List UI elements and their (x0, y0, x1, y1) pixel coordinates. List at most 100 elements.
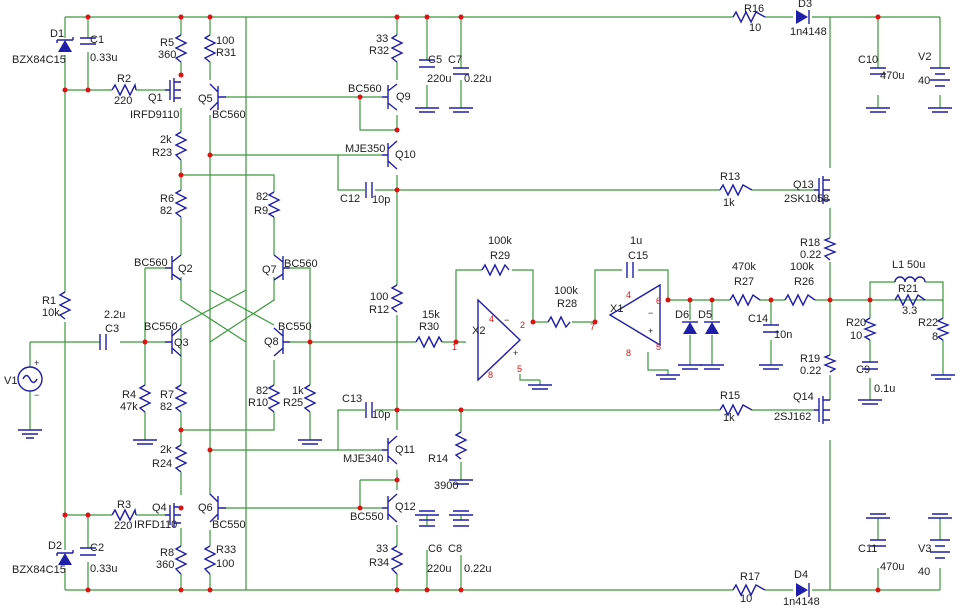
label-r25-value: 1k (292, 385, 304, 397)
label-r19-value: 0.22 (800, 365, 821, 377)
label-q10-value: MJE350 (345, 143, 385, 155)
resistor-r6-symbol (174, 189, 188, 218)
x1-pin-7: 7 (590, 322, 595, 332)
label-q11-value: MJE340 (343, 453, 383, 465)
label-r27: R27 (734, 276, 754, 288)
ground-symbol (18, 429, 42, 439)
label-q4: Q4 (152, 502, 167, 514)
label-c5: C5 (428, 54, 442, 66)
opamp-pin-labels: 1 2 4 5 8 − + 4 6 7 5 8 − + (452, 290, 661, 380)
label-d3-value: 1n4148 (790, 26, 827, 38)
resistor-r24-symbol (174, 444, 188, 473)
label-q2-value: BC560 (134, 257, 168, 269)
resistor-r20-symbol (863, 317, 877, 341)
opamp-x1-symbol (608, 283, 661, 347)
diode-d4-symbol (796, 583, 810, 597)
label-r21: R21 (898, 283, 918, 295)
v1-plus-sign: + (34, 358, 39, 368)
label-c14-value: 10n (774, 329, 792, 341)
label-r34: R34 (369, 557, 389, 569)
label-x2: X2 (472, 325, 485, 337)
label-c7: C7 (448, 54, 462, 66)
label-r18: R18 (800, 237, 820, 249)
label-v3-value: 40 (918, 566, 930, 578)
label-q1-value: IRFD9110 (130, 109, 179, 121)
label-c13: C13 (342, 393, 362, 405)
mosfet-q4-symbol (165, 503, 181, 527)
label-r21-value: 3.3 (902, 305, 917, 317)
x2-pin-8: 8 (488, 370, 493, 380)
label-v1: V1 (4, 375, 17, 387)
label-c6: C6 (428, 543, 442, 555)
label-q7-value: BC560 (284, 258, 318, 270)
ground-symbol (700, 364, 724, 370)
ground-symbol (656, 374, 680, 380)
resistor-r29-symbol (481, 263, 510, 277)
ground-symbol (449, 107, 473, 113)
label-d1-value: BZX84C15 (12, 54, 66, 66)
label-r14: R14 (428, 453, 448, 465)
label-r24: R24 (152, 458, 172, 470)
ground-symbol (759, 364, 783, 370)
label-c13-value: 10p (372, 409, 390, 421)
ground-symbol (931, 374, 955, 380)
label-q5: Q5 (198, 93, 213, 105)
label-q12-value: BC550 (350, 511, 384, 523)
label-r26-value: 100k (790, 261, 814, 273)
label-r9-value: 82 (256, 191, 268, 203)
ground-symbol (866, 107, 890, 113)
x2-pin-5: 5 (517, 364, 522, 374)
label-r18-value: 0.22 (800, 249, 821, 261)
label-c11-value: 470u (880, 561, 904, 573)
label-r17-value: 10 (740, 593, 752, 605)
label-r33-value: 100 (216, 558, 234, 570)
label-r27-value: 470k (732, 261, 756, 273)
label-c12: C12 (340, 193, 360, 205)
label-r34-value: 33 (376, 543, 388, 555)
capacitor-c9-symbol (862, 361, 878, 370)
ground-symbol (858, 399, 882, 405)
resistor-r17-symbol (732, 583, 766, 597)
label-r4: R4 (122, 389, 136, 401)
label-r31-value: 100 (216, 35, 234, 47)
capacitor-c14-symbol (763, 324, 779, 333)
label-r3: R3 (117, 499, 131, 511)
resistor-r19-symbol (823, 354, 837, 373)
label-q3-value: BC550 (144, 321, 178, 333)
resistor-r2-symbol (111, 82, 137, 97)
label-c1: C1 (90, 34, 104, 46)
label-d3: D3 (798, 0, 812, 10)
ground-symbol (928, 107, 952, 113)
label-q13-value: 2SK1058 (784, 193, 829, 205)
x2-pin-2: 2 (520, 320, 525, 330)
label-q13: Q13 (793, 179, 814, 191)
label-r16-value: 10 (749, 22, 761, 34)
resistor-r28-symbol (547, 315, 571, 329)
label-r15-value: 1k (723, 412, 735, 424)
label-r5: R5 (160, 37, 174, 49)
label-d6: D6 (675, 309, 689, 321)
capacitor-c15-symbol (626, 262, 634, 278)
label-q6: Q6 (198, 502, 213, 514)
label-r10-value: 82 (256, 385, 268, 397)
label-d2: D2 (48, 540, 62, 552)
label-r13-value: 1k (723, 197, 735, 209)
label-c9: C9 (856, 364, 870, 376)
capacitor-c3-symbol (99, 334, 107, 350)
transistor-q12-symbol (382, 493, 398, 523)
label-c12-value: 10p (372, 194, 390, 206)
ground-symbol (133, 439, 157, 445)
label-r17: R17 (740, 571, 760, 583)
label-v2: V2 (918, 51, 931, 63)
capacitor-c5-symbol (419, 59, 435, 68)
ground-symbol (528, 384, 552, 390)
resistor-r21-symbol (894, 293, 926, 307)
capacitor-c7-symbol (453, 67, 469, 75)
opamp-x2-symbol (477, 298, 522, 382)
label-r29-value: 100k (488, 235, 512, 247)
diode-d6-symbol (682, 321, 698, 334)
label-r12: R12 (369, 304, 389, 316)
label-r33: R33 (216, 544, 236, 556)
transistor-q11-symbol (382, 435, 398, 465)
label-c2: C2 (90, 542, 104, 554)
